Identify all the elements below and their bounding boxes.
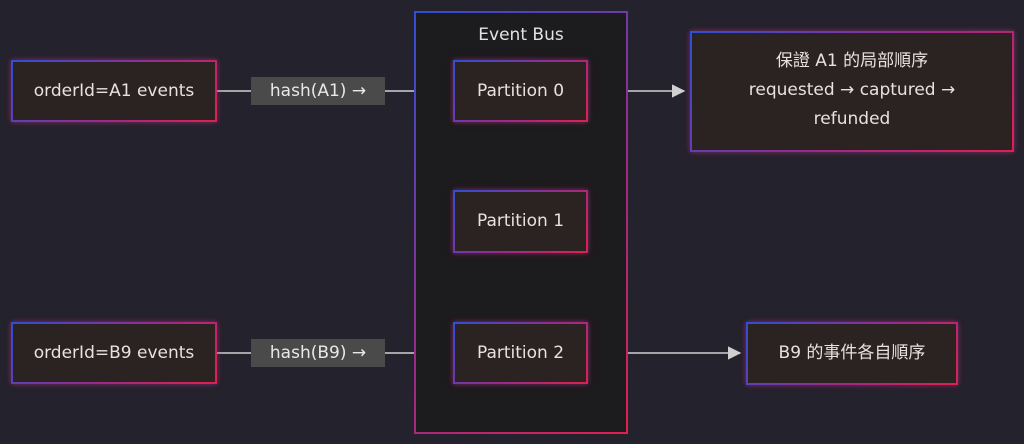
order-a1-node[interactable]: orderId=A1 events (11, 60, 217, 122)
hash-a1-label: hash(A1) → (251, 77, 385, 105)
partition-0-label: Partition 0 (476, 80, 565, 101)
partition-1-node[interactable]: Partition 1 (453, 190, 588, 253)
partition-2-label: Partition 2 (476, 342, 565, 363)
order-b9-label: orderId=B9 events (33, 342, 195, 363)
guarantee-a1-line2: requested → captured → (748, 80, 956, 100)
order-b9-node[interactable]: orderId=B9 events (11, 322, 217, 384)
guarantee-a1-line3: refunded (813, 109, 891, 129)
partition-0-node[interactable]: Partition 0 (453, 60, 588, 122)
result-b9-node[interactable]: B9 的事件各自順序 (746, 322, 958, 385)
partition-1-label: Partition 1 (476, 211, 565, 231)
result-b9-label: B9 的事件各自順序 (778, 343, 926, 363)
guarantee-a1-node[interactable]: 保證 A1 的局部順序 requested → captured → refun… (690, 31, 1014, 152)
hash-b9-label: hash(B9) → (251, 339, 385, 367)
guarantee-a1-line1: 保證 A1 的局部順序 (775, 51, 929, 71)
event-bus-title: Event Bus (478, 25, 564, 45)
partition-2-node[interactable]: Partition 2 (453, 322, 588, 384)
order-a1-label: orderId=A1 events (33, 80, 195, 101)
